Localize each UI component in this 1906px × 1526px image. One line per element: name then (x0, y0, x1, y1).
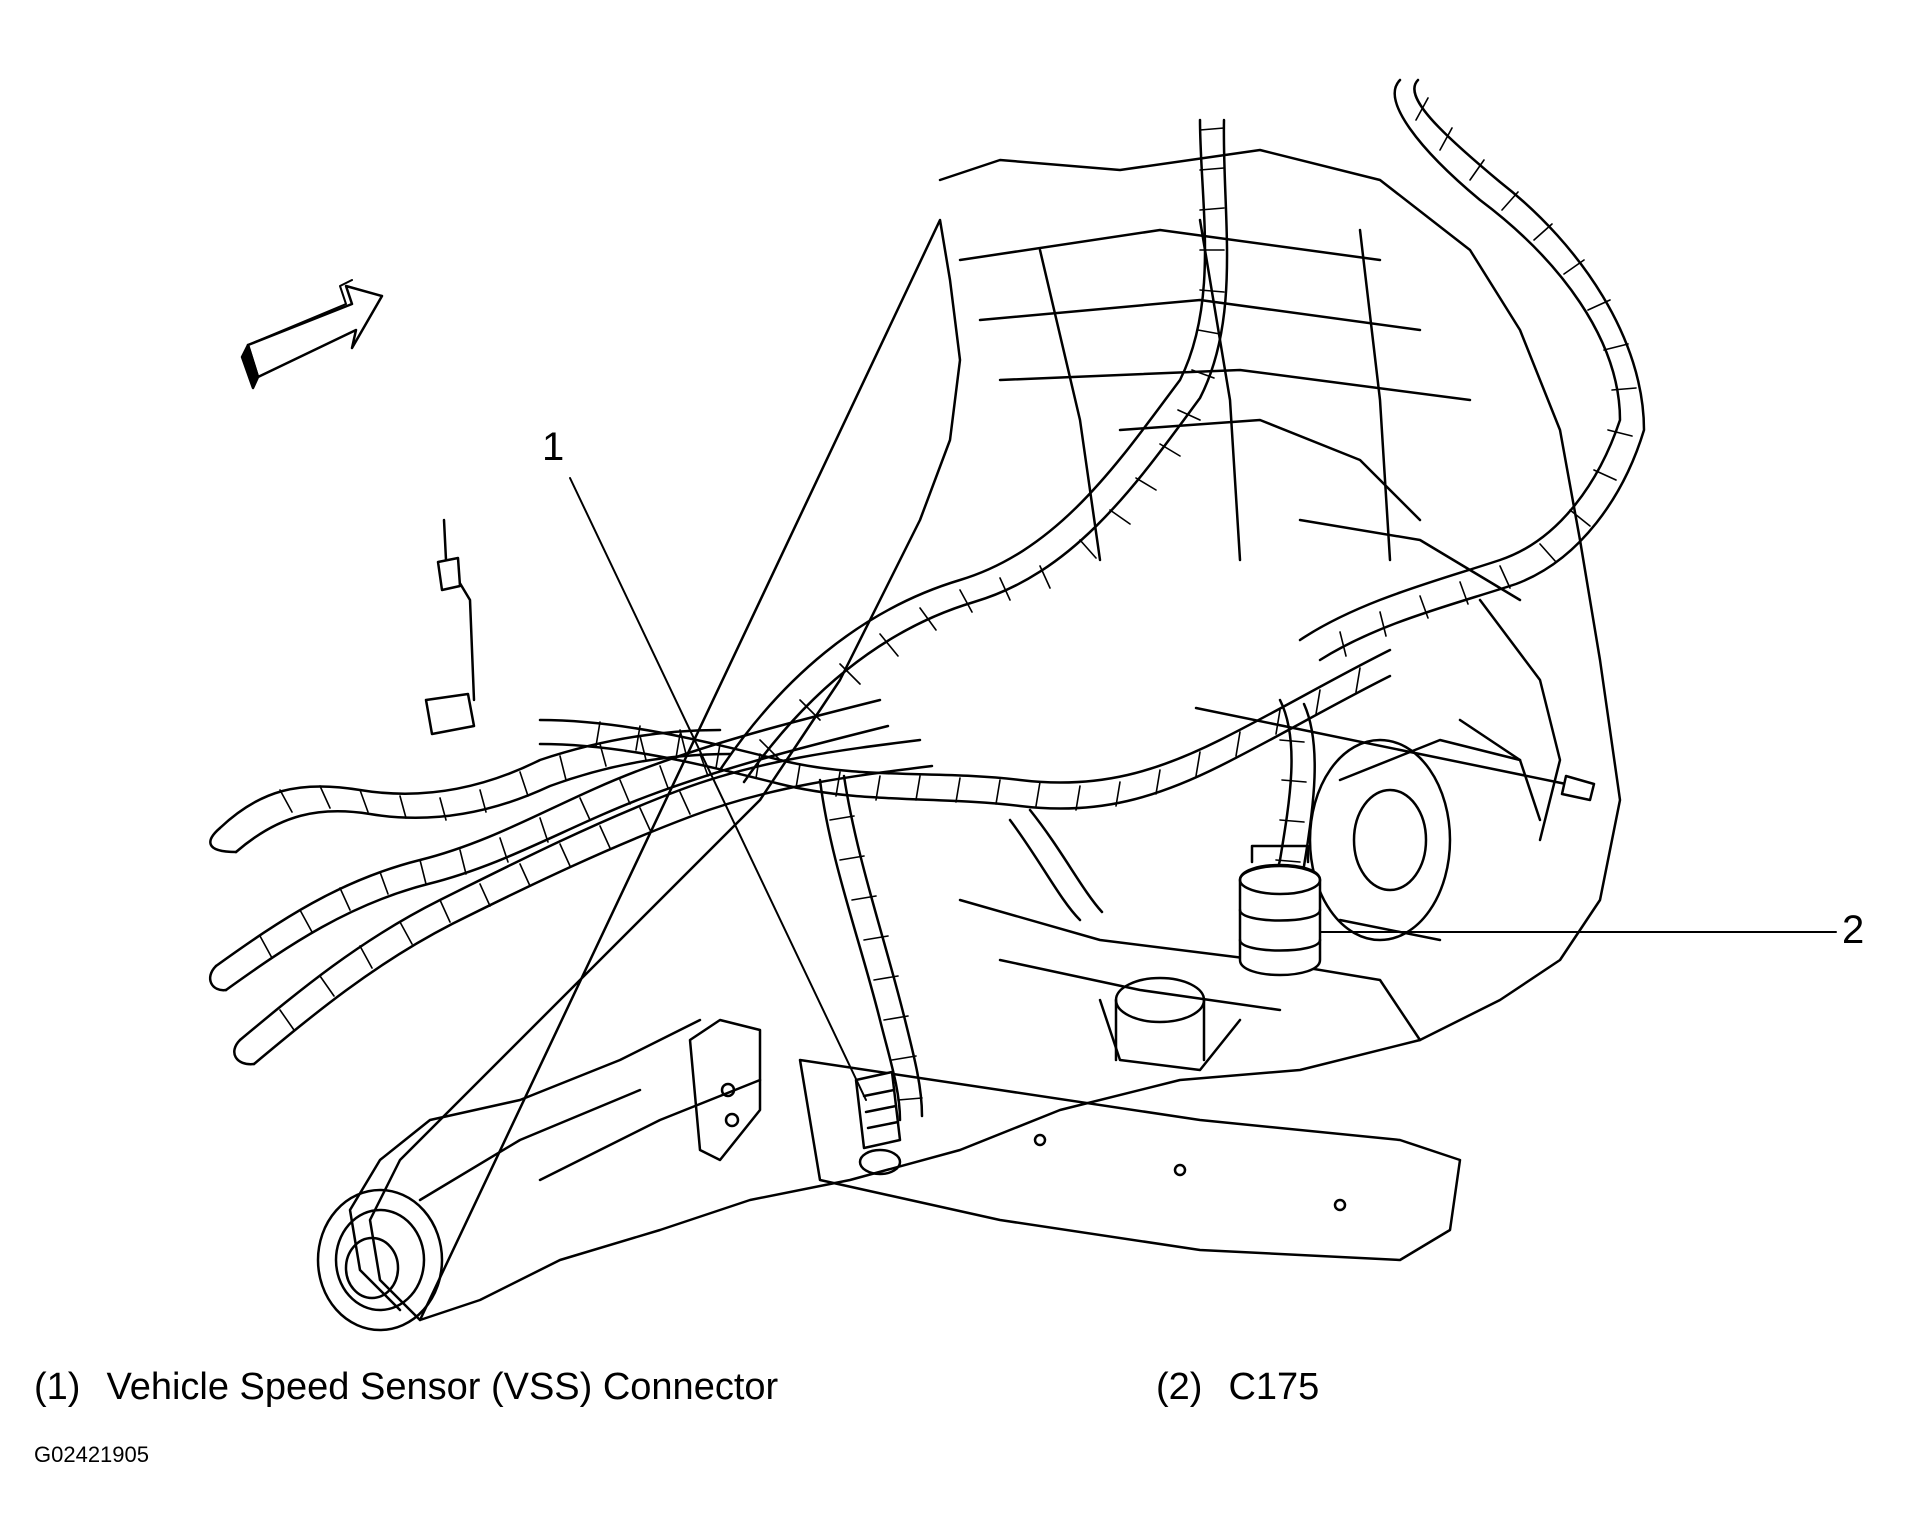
conduit-ribs (259, 97, 1637, 1101)
callout-2-number: 2 (1842, 908, 1865, 952)
side-housing (1308, 738, 1522, 942)
callout-1-number: 1 (542, 425, 565, 469)
harness-ends (208, 826, 256, 1066)
figure-id: G02421905 (34, 1442, 149, 1467)
callout-1-leader (569, 477, 867, 1101)
c175-connector (1238, 844, 1322, 977)
legend-item-vss-connector: (1) Vehicle Speed Sensor (VSS) Connector (34, 1368, 778, 1406)
tail-housing (316, 1018, 762, 1332)
legend-number: (1) (34, 1366, 81, 1408)
leader-lines (569, 477, 1837, 1101)
legend-number: (2) (1156, 1366, 1203, 1408)
wiring-harness (214, 78, 1646, 1122)
direction-arrow-icon (240, 279, 384, 390)
crossmember (688, 1018, 1462, 1262)
oil-pan (958, 898, 1422, 1072)
transmission-case (368, 148, 1622, 1322)
vent-line (424, 518, 476, 736)
legend-label: C175 (1228, 1366, 1320, 1408)
vss-connector (854, 1070, 902, 1176)
legend-label: Vehicle Speed Sensor (VSS) Connector (106, 1366, 779, 1408)
legend-item-c175: (2) C175 (1156, 1368, 1319, 1406)
